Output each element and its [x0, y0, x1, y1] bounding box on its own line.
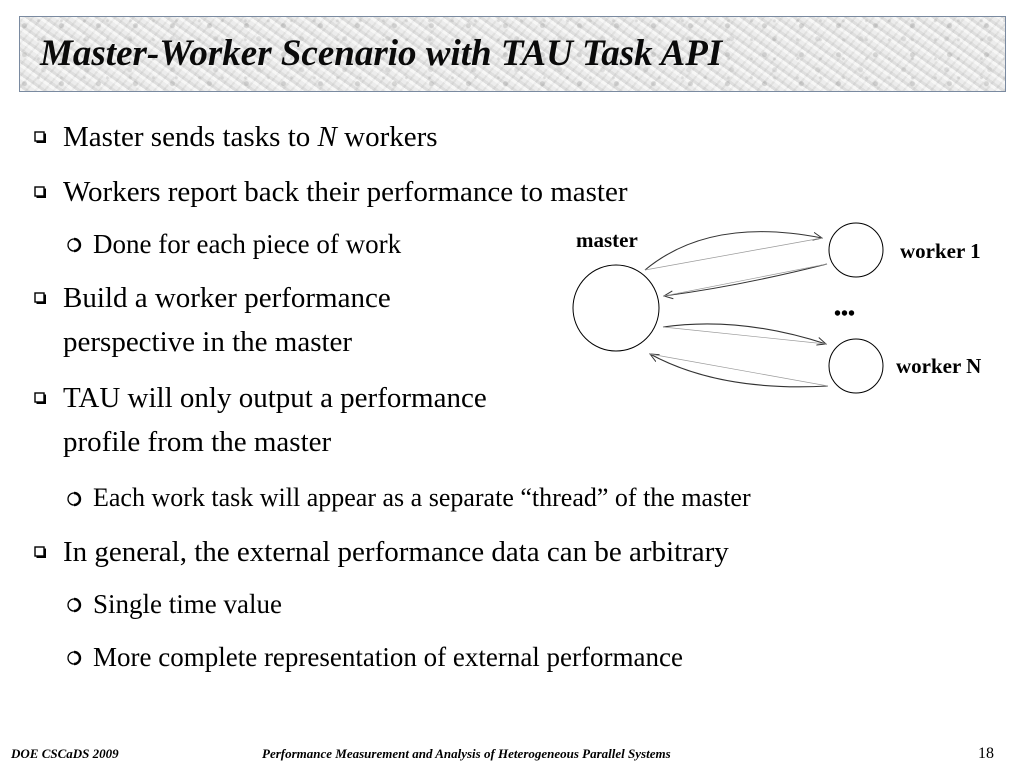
circle-bullet-icon [67, 650, 82, 666]
report-arrow-worker-1 [664, 263, 828, 296]
sub-bullet-text: More complete representation of external… [93, 642, 683, 672]
bullet-item: TAU will only output a performance profi… [30, 376, 610, 466]
title-bar: Master-Worker Scenario with TAU Task API [19, 16, 1006, 92]
task-arrow-worker-n [662, 323, 826, 344]
square-bullet-icon [34, 546, 46, 558]
bullet-text-line1: Build a worker performance [63, 282, 391, 314]
circle-bullet-icon [67, 237, 82, 253]
bullet-text: Workers report back their performance to… [63, 176, 628, 208]
bullet-item: Workers report back their performance to… [30, 170, 830, 214]
task-line-worker-1 [644, 237, 823, 271]
circle-bullet-icon [67, 491, 82, 507]
footer-center: Performance Measurement and Analysis of … [262, 746, 671, 761]
worker-n-node [828, 338, 884, 394]
report-line-worker-1 [663, 263, 828, 297]
bullet-item: In general, the external performance dat… [30, 530, 950, 574]
master-label: master [576, 228, 638, 252]
sub-bullet-text: Done for each piece of work [93, 229, 402, 259]
bullet-text: Master sends tasks to N workers [63, 121, 438, 153]
bullet-text: In general, the external performance dat… [63, 536, 729, 568]
worker-n-label: worker N [896, 354, 981, 378]
slide-title: Master-Worker Scenario with TAU Task API [40, 33, 723, 74]
sub-bullet-text: Each work task will appear as a separate… [93, 483, 751, 512]
square-bullet-icon [34, 392, 46, 404]
page-number: 18 [978, 745, 994, 762]
worker-1-node [828, 222, 884, 278]
worker-1-label: worker 1 [900, 239, 981, 263]
master-node [572, 264, 660, 352]
square-bullet-icon [34, 131, 46, 143]
task-line-worker-n [662, 326, 827, 345]
ellipsis-label: ••• [834, 303, 855, 325]
square-bullet-icon [34, 186, 46, 198]
bullet-text-line1: TAU will only output a performance [63, 382, 487, 414]
circle-bullet-icon [67, 597, 82, 613]
report-line-worker-n [649, 353, 829, 387]
task-arrow-worker-1 [644, 231, 822, 271]
bullet-text-line2: profile from the master [63, 426, 332, 458]
bullet-item: Build a worker performance perspective i… [30, 276, 610, 366]
bullet-item: Master sends tasks to N workers [30, 115, 610, 159]
report-arrow-worker-n [650, 354, 829, 388]
sub-bullet-text: Single time value [93, 589, 282, 619]
square-bullet-icon [34, 292, 46, 304]
master-worker-diagram: master worker 1 ••• worker N [572, 222, 981, 394]
footer-left: DOE CSCaDS 2009 [11, 746, 119, 761]
bullet-text-line2: perspective in the master [63, 326, 353, 358]
